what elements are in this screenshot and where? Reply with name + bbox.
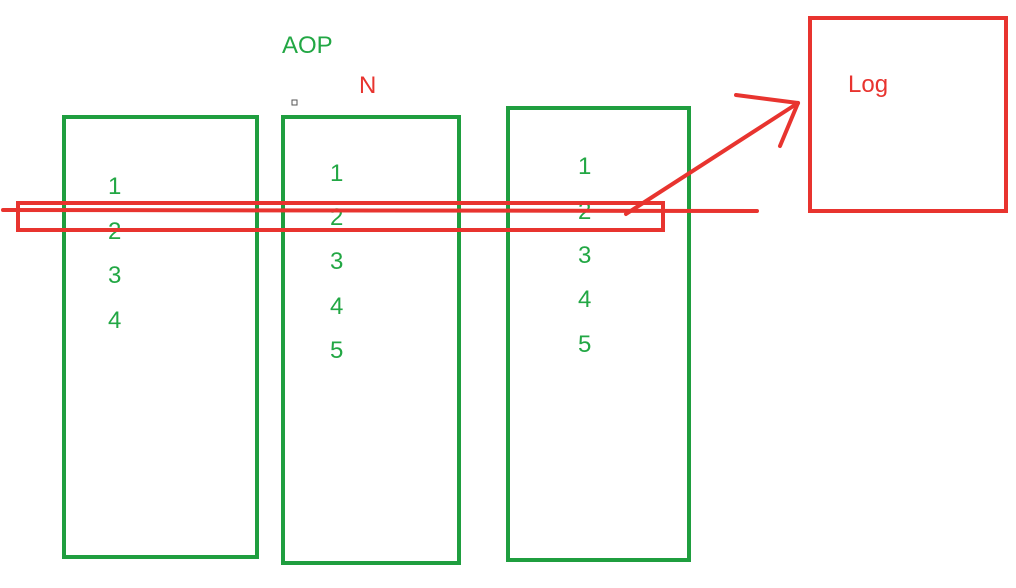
column-3-box xyxy=(506,106,691,562)
log-box-border xyxy=(808,16,1008,213)
arrow-shaft xyxy=(624,101,800,216)
column-3-item: 1 xyxy=(578,153,591,180)
column-2: 1 2 3 4 5 xyxy=(281,115,461,565)
arrow-head-right xyxy=(778,101,800,148)
aop-title: AOP xyxy=(282,32,333,59)
cross-cut-line xyxy=(1,208,759,213)
n-label: N xyxy=(359,72,376,99)
log-label: Log xyxy=(848,71,888,98)
column-1-box xyxy=(62,115,259,559)
column-1: 1 2 3 4 xyxy=(62,115,259,559)
column-1-item: 3 xyxy=(108,262,121,289)
row-2-highlight-box xyxy=(16,201,665,232)
column-3: 1 2 3 4 5 xyxy=(506,106,691,562)
arrow-to-log xyxy=(624,93,800,216)
column-2-item: 3 xyxy=(330,248,343,275)
column-3-item: 4 xyxy=(578,286,591,313)
column-3-item: 5 xyxy=(578,331,591,358)
column-2-item: 1 xyxy=(330,160,343,187)
column-2-item: 5 xyxy=(330,337,343,364)
column-1-item: 4 xyxy=(108,307,121,334)
arrow-head-left xyxy=(734,93,800,105)
column-3-item: 3 xyxy=(578,242,591,269)
column-2-box xyxy=(281,115,461,565)
stray-mark xyxy=(291,99,298,106)
column-2-item: 4 xyxy=(330,293,343,320)
column-2-item: 2 xyxy=(330,204,343,231)
log-box: Log xyxy=(808,16,1008,213)
column-1-item: 1 xyxy=(108,173,121,200)
